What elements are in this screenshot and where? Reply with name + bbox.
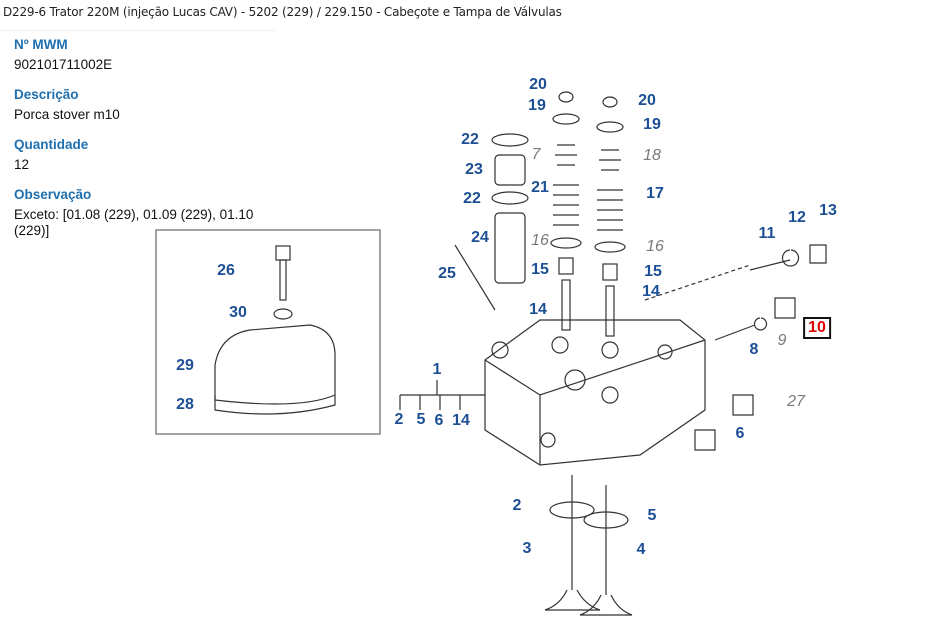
callout[interactable]: 5 xyxy=(416,411,426,428)
callout[interactable]: 20 xyxy=(529,76,547,93)
callout[interactable]: 8 xyxy=(749,341,759,358)
callout[interactable]: 14 xyxy=(452,412,470,429)
part-number-value: 902101711002E xyxy=(14,57,113,72)
callout[interactable]: 12 xyxy=(788,209,806,226)
callout[interactable]: 14 xyxy=(529,301,547,318)
callout[interactable]: 18 xyxy=(643,147,661,164)
callout[interactable]: 7 xyxy=(531,146,541,163)
valve-cover-inset xyxy=(155,229,381,435)
callout[interactable]: 22 xyxy=(463,190,481,207)
callout[interactable]: 30 xyxy=(229,304,247,321)
callout[interactable]: 16 xyxy=(646,238,664,255)
callout-selected[interactable]: 10 xyxy=(803,317,831,339)
callout[interactable]: 15 xyxy=(644,263,662,280)
callout[interactable]: 22 xyxy=(461,131,479,148)
callout[interactable]: 14 xyxy=(642,283,660,300)
callout[interactable]: 6 xyxy=(735,425,745,442)
callout[interactable]: 3 xyxy=(522,540,532,557)
callout[interactable]: 5 xyxy=(647,507,657,524)
divider xyxy=(0,30,275,31)
callout[interactable]: 29 xyxy=(176,357,194,374)
callout[interactable]: 16 xyxy=(531,232,549,249)
callout[interactable]: 25 xyxy=(438,265,456,282)
callout[interactable]: 2 xyxy=(394,411,404,428)
callout[interactable]: 21 xyxy=(531,179,549,196)
callout[interactable]: 28 xyxy=(176,396,194,413)
description-label: Descrição xyxy=(14,87,79,102)
callout[interactable]: 2 xyxy=(512,497,522,514)
callout[interactable]: 19 xyxy=(528,97,546,114)
callout[interactable]: 27 xyxy=(787,393,805,410)
cylinder-head xyxy=(484,319,706,466)
description-value: Porca stover m10 xyxy=(14,107,120,122)
quantity-label: Quantidade xyxy=(14,137,89,152)
callout[interactable]: 11 xyxy=(758,225,776,242)
callout[interactable]: 15 xyxy=(531,261,549,278)
breadcrumb: D229-6 Trator 220M (injeção Lucas CAV) -… xyxy=(3,5,562,19)
observation-label: Observação xyxy=(14,187,92,202)
callout[interactable]: 26 xyxy=(217,262,235,279)
callout[interactable]: 1 xyxy=(432,361,442,378)
callout[interactable]: 4 xyxy=(636,541,646,558)
callout[interactable]: 20 xyxy=(638,92,656,109)
callout[interactable]: 6 xyxy=(434,412,444,429)
callout[interactable]: 9 xyxy=(777,332,787,349)
callout[interactable]: 23 xyxy=(465,161,483,178)
observation-value: Exceto: [01.08 (229), 01.09 (229), 01.10… xyxy=(14,207,254,238)
part-number-label: Nº MWM xyxy=(14,37,68,52)
callout[interactable]: 17 xyxy=(646,185,664,202)
callout[interactable]: 24 xyxy=(471,229,489,246)
callout[interactable]: 19 xyxy=(643,116,661,133)
quantity-value: 12 xyxy=(14,157,30,172)
callout[interactable]: 13 xyxy=(819,202,837,219)
